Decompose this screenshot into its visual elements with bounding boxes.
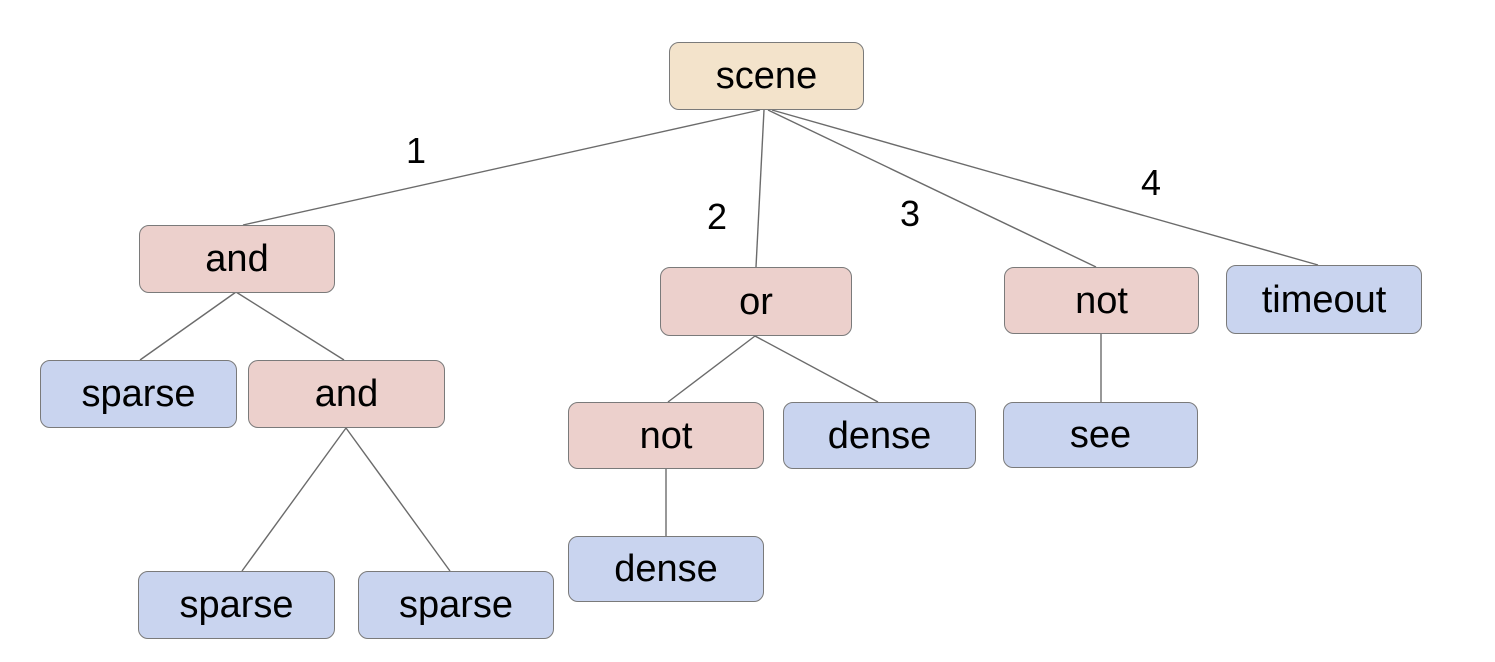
node-not-2: not [568, 402, 764, 469]
node-or-1: or [660, 267, 852, 336]
edge-label-4: 4 [1140, 162, 1162, 203]
node-and-2: and [248, 360, 445, 428]
edge-scene-or1 [755, 109, 765, 268]
node-see-1: see [1003, 402, 1198, 468]
node-timeout-1: timeout [1226, 265, 1422, 334]
edge-label-1: 1 [405, 130, 427, 171]
node-dense-1: dense [783, 402, 976, 469]
node-dense-2: dense [568, 536, 764, 602]
node-and-1: and [139, 225, 335, 293]
node-sparse-2: sparse [138, 571, 335, 639]
edge-label-2: 2 [706, 196, 728, 237]
edge-label-3: 3 [899, 193, 921, 234]
node-sparse-3: sparse [358, 571, 554, 639]
edge-scene-timeout [771, 109, 1319, 266]
edge-and1-sparse1 [139, 291, 237, 361]
node-not-1: not [1004, 267, 1199, 334]
edge-or1-dense1 [754, 335, 879, 403]
edge-scene-not1 [767, 109, 1097, 268]
node-scene: scene [669, 42, 864, 110]
node-sparse-1: sparse [40, 360, 237, 428]
edge-scene-and1 [242, 109, 761, 226]
edge-or1-not2 [667, 335, 756, 403]
edge-and2-sparse2 [241, 427, 347, 572]
edge-and1-and2 [235, 291, 345, 361]
edge-and2-sparse3 [345, 427, 451, 572]
